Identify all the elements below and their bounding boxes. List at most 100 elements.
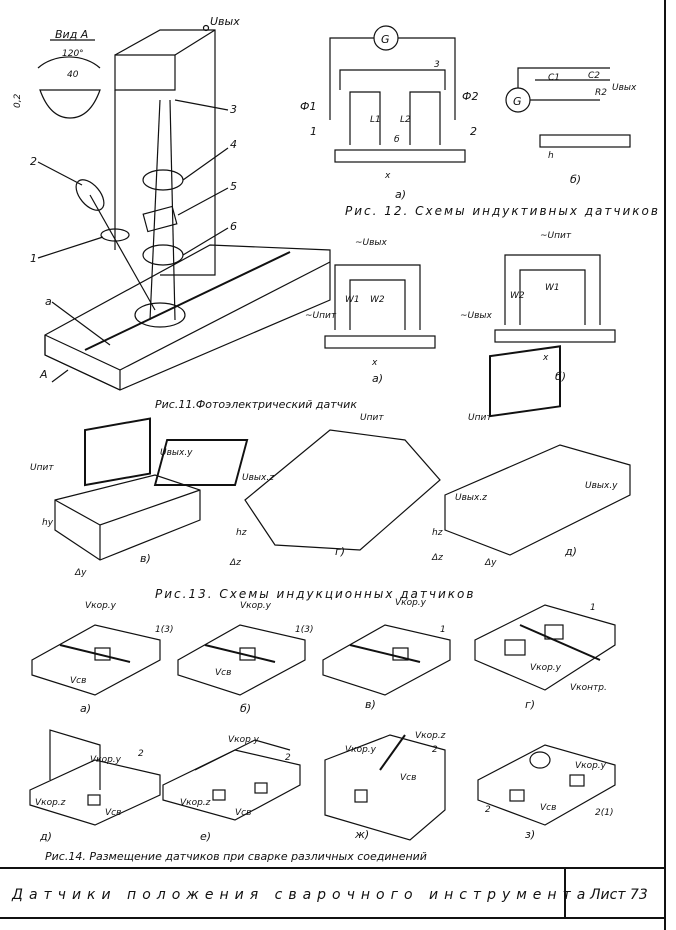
- fig14g-vkontr: Vконтр.: [570, 683, 607, 693]
- angle-40: 40: [67, 70, 79, 80]
- fig13-label-g: г): [335, 545, 345, 558]
- fig11-photoelectric-sensor: Вид А 120° 40 0,2 Uвых 3 4 5: [13, 15, 357, 411]
- fig14a-vkor: Vкор.y: [85, 601, 117, 611]
- fig14z-vsv: Vсв: [540, 803, 556, 813]
- sheet-title: Датчики положения сварочного инструмента: [11, 887, 591, 903]
- fig13d-upit: Uпит: [468, 413, 492, 423]
- fig12-phi2: Ф2: [462, 90, 478, 103]
- lamp-2: [75, 179, 105, 211]
- fig14-label-b: б): [240, 702, 251, 715]
- fig12-phi1: Ф1: [300, 100, 316, 113]
- fig13g-dz: Δz: [229, 558, 241, 568]
- fig12-g-label: G: [381, 33, 390, 46]
- fig13v-hy: hy: [42, 518, 54, 528]
- fig12d-w2: W2: [510, 291, 525, 301]
- fig12-l1: L1: [370, 115, 381, 125]
- fig14-label-d: д): [39, 830, 52, 843]
- fig12c-label-a: а): [372, 372, 383, 385]
- fig14d-vkor: Vкор.y: [90, 755, 122, 765]
- angle-120: 120°: [62, 49, 84, 59]
- fig12-num-2: 2: [470, 125, 477, 138]
- mask-5: [142, 205, 178, 233]
- fig13-label-d: д): [564, 545, 577, 558]
- fig13d-dy: Δy: [484, 558, 497, 568]
- view-a-label: Вид А: [55, 28, 88, 41]
- fig13g-hz: hz: [236, 528, 247, 538]
- fig11-num-6: 6: [230, 220, 237, 233]
- fig14z-n21: 2(1): [595, 808, 613, 818]
- fig14a-n13: 1(3): [155, 625, 173, 635]
- fig14zh-vsv: Vсв: [400, 773, 416, 783]
- fig12-label-a: а): [395, 188, 406, 201]
- fig11-uout-label: Uвых: [210, 15, 240, 28]
- fig12-num-1: 1: [310, 125, 317, 138]
- fig13-induction-sensors: Uпит Uвых.y hy Δy в) Uпит Uвых.z hz Δz г…: [30, 345, 631, 601]
- fig14d-n2: 2: [138, 749, 144, 759]
- fig13v-dy: Δy: [74, 568, 87, 578]
- fig12c-w1: W1: [345, 295, 360, 305]
- fig14v-vkor: Vкор.y: [395, 598, 427, 608]
- fig13d-dz: Δz: [431, 553, 443, 563]
- fig12c-upit: ~Uпит: [305, 311, 337, 321]
- fig11-num-5: 5: [230, 180, 237, 193]
- fig11-num-1: 1: [30, 252, 37, 265]
- fig14zh-vkor: Vкор.y: [345, 745, 377, 755]
- fig12b-uout: Uвых: [612, 83, 637, 93]
- fig14-label-e: е): [200, 830, 211, 843]
- fig12-delta: б: [394, 135, 400, 145]
- workpiece: [44, 244, 331, 391]
- fig12-label-b: б): [570, 173, 581, 186]
- fig14e-n2: 2: [285, 753, 291, 763]
- fig14-label-zh: ж): [354, 828, 369, 841]
- fig14b-vkor: Vкор.y: [240, 601, 272, 611]
- fig11-caption: Рис.11.Фотоэлектрический датчик: [155, 398, 357, 411]
- fig13v-upit: Uпит: [30, 463, 54, 473]
- fig11-num-4: 4: [230, 138, 237, 151]
- lens-1: [100, 228, 130, 242]
- fig14g-n1: 1: [590, 603, 596, 613]
- fig12-num-3: 3: [434, 60, 440, 70]
- fig13v-uvy: Uвых.y: [160, 448, 193, 458]
- fig11-label-A: А: [39, 368, 48, 381]
- fig14b-vsv: Vсв: [215, 668, 231, 678]
- fig12-x: x: [384, 171, 391, 181]
- fig14b-n13: 1(3): [295, 625, 313, 635]
- lens-4: [142, 169, 184, 191]
- fig12-c1: C1: [548, 73, 560, 83]
- fig13d-hz: hz: [432, 528, 443, 538]
- fig12b-g-label: G: [513, 95, 522, 108]
- fig14-label-a: а): [80, 702, 91, 715]
- fig14-label-g: г): [525, 698, 535, 711]
- fig11-num-2: 2: [30, 155, 37, 168]
- fig14e-vkor: Vкор.y: [228, 735, 260, 745]
- fig13-label-v: в): [140, 552, 151, 565]
- fig12d-uout: ~Uвых: [460, 311, 493, 321]
- fig12-h: h: [548, 151, 554, 161]
- fig14e-vkorz: Vкор.z: [180, 798, 211, 808]
- fig14-label-v: в): [365, 698, 376, 711]
- fig12c-x: x: [371, 358, 378, 368]
- fig13d-uvz: Uвых.z: [455, 493, 487, 503]
- fig13g-uvz: Uвых.z: [242, 473, 274, 483]
- fig14zh-n2: 2: [432, 745, 438, 755]
- sheet-number: Лист 73: [589, 887, 648, 903]
- fig13-caption: Рис.13. Схемы индукционных датчиков: [155, 587, 475, 601]
- fig12c-w2: W2: [370, 295, 385, 305]
- fig12-differential-sensors: ~Uвых W1 W2 ~Uпит x а) ~Uпит W2 W1 ~Uвых…: [305, 231, 616, 385]
- dim-0-2: 0,2: [13, 93, 23, 108]
- fig14g-vkor: Vкор.y: [530, 663, 562, 673]
- fig14v-n1: 1: [440, 625, 446, 635]
- fig14-sensor-placement: Vкор.y 1(3) Vсв а) Vкор.y 1(3) Vсв б) Vк…: [29, 598, 616, 863]
- fig12d-x: x: [542, 353, 549, 363]
- fig12-r2: R2: [595, 88, 607, 98]
- fig11-label-a: а: [45, 295, 52, 308]
- fig14z-vkor: Vкор.y: [575, 761, 607, 771]
- lens-6: [142, 244, 184, 266]
- fig11-num-3: 3: [230, 103, 237, 116]
- fig14z-n2: 2: [485, 805, 491, 815]
- fig14d-vkorz: Vкор.z: [35, 798, 66, 808]
- fig14-label-z: з): [525, 828, 535, 841]
- weld-seam: [84, 251, 291, 351]
